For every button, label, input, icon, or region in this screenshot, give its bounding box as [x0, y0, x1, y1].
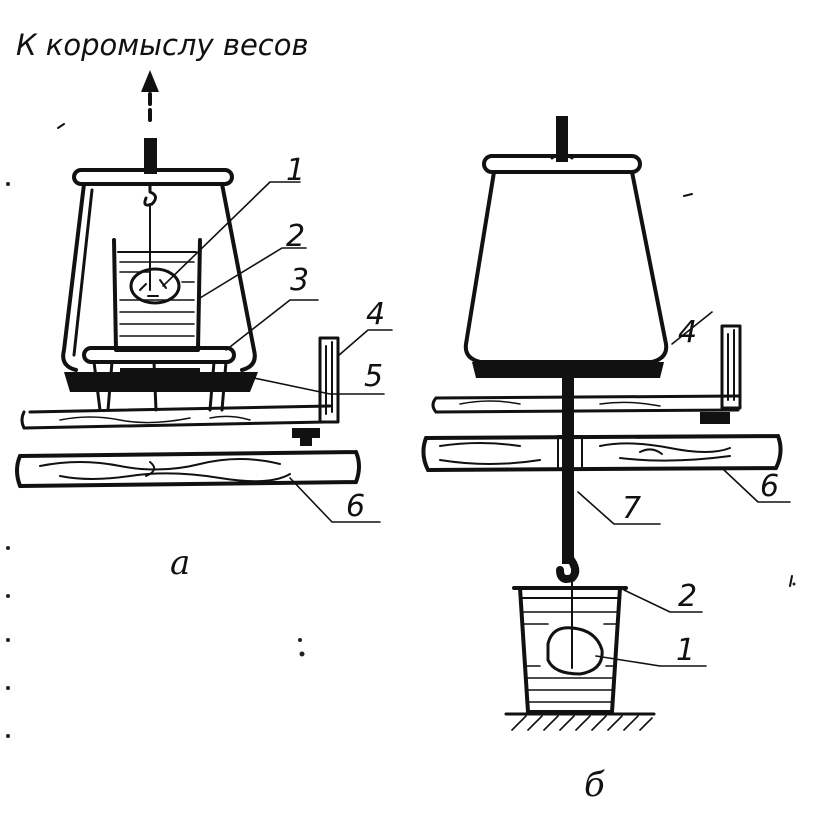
callout-b-2: 2	[678, 579, 697, 614]
water-lines-b	[523, 611, 617, 703]
title-text: К коромыслу весов	[16, 28, 309, 62]
callout-a-1: 1	[286, 153, 305, 188]
callout-b-4: 4	[678, 315, 697, 350]
callout-a-3: 3	[290, 263, 309, 298]
support-post-b	[720, 324, 742, 410]
panel-b-apparatus: 4 6 7 2 1	[421, 116, 791, 731]
callout-a-5: 5	[364, 359, 383, 394]
callout-b-6: 6	[760, 469, 779, 504]
callout-b-1: 1	[676, 633, 695, 668]
panel-label-a: а	[170, 543, 190, 583]
callout-a-2: 2	[286, 219, 305, 254]
callout-b-7: 7	[622, 491, 641, 526]
sample-b	[546, 626, 604, 676]
panel-label-b: б	[584, 765, 605, 805]
stand-top-a	[82, 346, 236, 364]
scan-specks	[6, 123, 796, 738]
up-arrow	[141, 70, 159, 122]
support-post-a	[318, 336, 340, 424]
callout-a-6: 6	[346, 489, 365, 524]
callout-a-4: 4	[366, 297, 385, 332]
sample-a	[129, 267, 181, 305]
panel-a-apparatus: 1 2 3 4 5 6	[15, 138, 393, 524]
hanger-rod	[562, 378, 574, 564]
water-lines-a	[119, 261, 195, 337]
